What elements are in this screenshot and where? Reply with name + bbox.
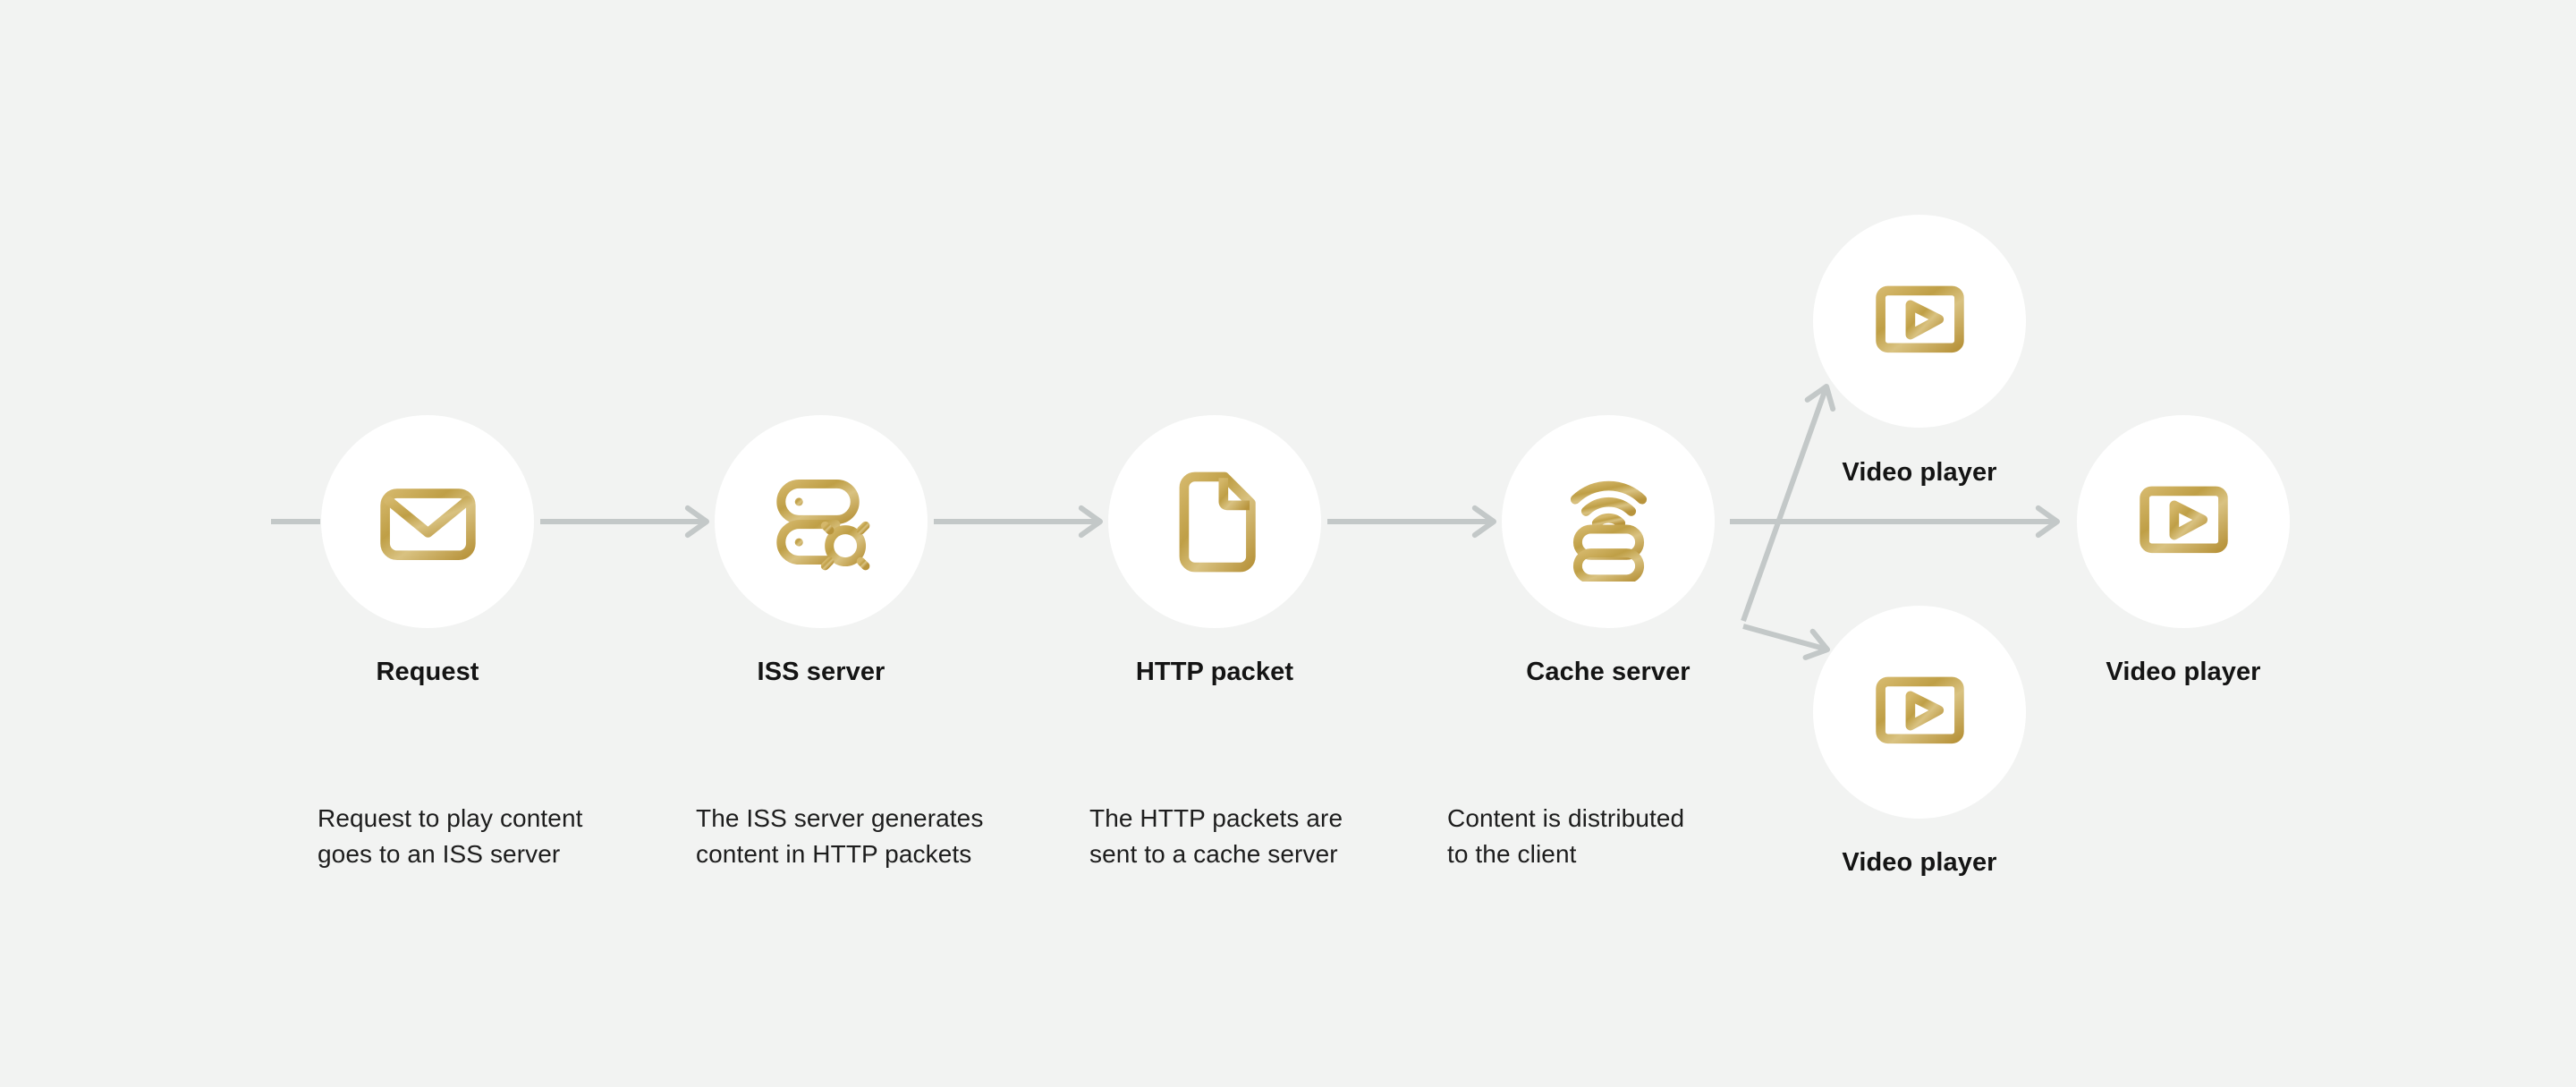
- video-player-icon: [2124, 463, 2243, 582]
- node-label-video-player-top: Video player: [1842, 458, 1997, 487]
- connector-cache-to-top: [1741, 385, 1829, 623]
- video-player-icon: [1860, 262, 1979, 381]
- server-gear-icon: [762, 463, 881, 582]
- envelope-icon: [369, 463, 487, 582]
- node-label-iss-server: ISS server: [757, 658, 886, 686]
- node-label-request: Request: [376, 658, 479, 686]
- arrowhead-cache-to-bottom: [1802, 628, 1830, 660]
- node-label-http-packet: HTTP packet: [1135, 658, 1294, 686]
- node-circle-request[interactable]: [321, 415, 534, 628]
- node-label-video-player-bottom: Video player: [1842, 848, 1997, 877]
- node-label-cache-server: Cache server: [1526, 658, 1690, 686]
- arrowhead-cache-to-top: [1804, 384, 1836, 412]
- node-circle-video-player-bottom[interactable]: [1813, 606, 2026, 819]
- connector-cache-to-bottom: [1742, 624, 1828, 652]
- node-description-request: Request to play content goes to an ISS s…: [318, 804, 583, 868]
- node-label-video-player-right: Video player: [2106, 658, 2261, 686]
- node-circle-http-packet[interactable]: [1108, 415, 1321, 628]
- node-description-http-packet: The HTTP packets are sent to a cache ser…: [1089, 804, 1343, 868]
- arrowhead-iss-to-http: [1078, 505, 1103, 539]
- node-circle-video-player-top[interactable]: [1813, 215, 2026, 428]
- arrowhead-cache-to-right: [2035, 505, 2060, 539]
- node-description-iss-server: The ISS server generates content in HTTP…: [696, 804, 984, 868]
- node-circle-iss-server[interactable]: [715, 415, 928, 628]
- node-description-cache-server: Content is distributed to the client: [1447, 804, 1685, 868]
- video-player-icon: [1860, 653, 1979, 772]
- document-icon: [1156, 463, 1275, 582]
- arrowhead-http-to-cache: [1471, 505, 1496, 539]
- node-circle-cache-server[interactable]: [1502, 415, 1715, 628]
- node-circle-video-player-right[interactable]: [2077, 415, 2290, 628]
- cache-server-icon: [1549, 463, 1668, 582]
- arrowhead-request-to-iss: [684, 505, 709, 539]
